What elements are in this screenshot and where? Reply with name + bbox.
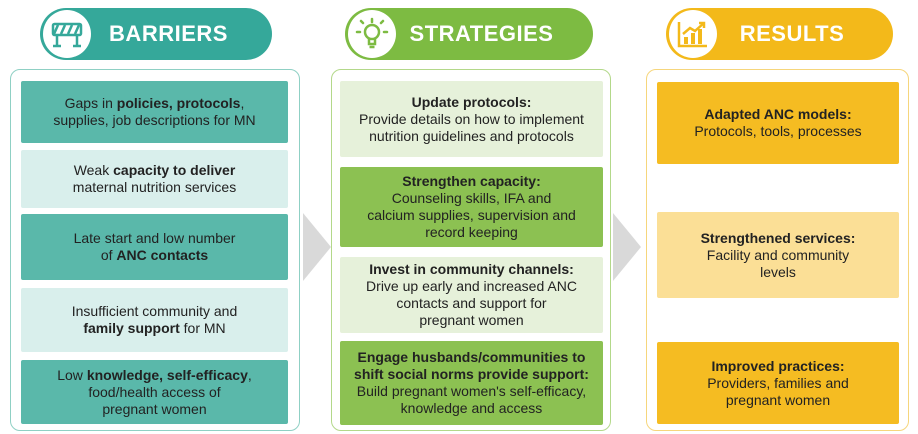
- barriers-header: BARRIERS: [40, 8, 272, 60]
- flow-arrow-2: [613, 213, 641, 281]
- strategy-item-community: Invest in community channels:Drive up ea…: [340, 257, 603, 333]
- road-barrier-icon: [43, 10, 91, 58]
- result-item-practices: Improved practices:Providers, families a…: [657, 342, 899, 424]
- result-item-services: Strengthened services:Facility and commu…: [657, 212, 899, 298]
- results-header: RESULTS: [666, 8, 893, 60]
- lightbulb-icon: [348, 10, 396, 58]
- strategies-header: STRATEGIES: [345, 8, 593, 60]
- barrier-item-knowledge: Low knowledge, self-efficacy,food/health…: [21, 360, 288, 424]
- flow-arrow-1: [303, 213, 331, 281]
- strategy-item-protocols: Update protocols:Provide details on how …: [340, 81, 603, 157]
- strategy-item-capacity: Strengthen capacity:Counseling skills, I…: [340, 167, 603, 247]
- results-title: RESULTS: [739, 21, 845, 46]
- barriers-title: BARRIERS: [109, 21, 228, 46]
- strategies-title: STRATEGIES: [409, 21, 554, 46]
- rising-chart-icon: [669, 10, 717, 58]
- result-item-anc-models: Adapted ANC models:Protocols, tools, pro…: [657, 82, 899, 164]
- barrier-item-policies: Gaps in policies, protocols,supplies, jo…: [21, 81, 288, 143]
